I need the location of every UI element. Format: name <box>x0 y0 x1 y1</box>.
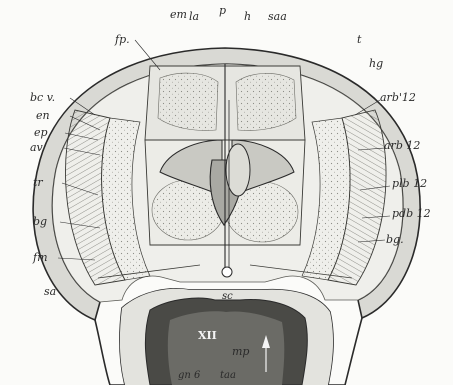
label-saa: saa <box>268 11 287 22</box>
label-sa: sa <box>44 286 56 297</box>
axis-ring <box>222 267 232 277</box>
upper-left-lobe <box>158 73 218 130</box>
label-h: h <box>244 11 251 22</box>
label-bg-right: bg. <box>386 234 404 245</box>
label-bg-left: bg <box>33 216 47 227</box>
label-fm: fm <box>33 252 48 263</box>
label-av: av. <box>30 142 45 153</box>
label-fp: fp. <box>115 34 130 45</box>
label-ep: ep <box>34 127 48 138</box>
label-tr: tr <box>33 177 43 188</box>
label-gn6: gn 6 <box>178 371 200 381</box>
label-pdb-12: pdb 12 <box>392 208 431 219</box>
label-taa: taa <box>220 371 236 381</box>
label-arb-12: arb 12 <box>384 140 420 151</box>
label-en: en <box>36 110 50 121</box>
label-t: t <box>357 34 361 45</box>
label-sc: sc <box>222 292 233 302</box>
label-xii: XII <box>198 330 217 341</box>
upper-right-lobe <box>236 73 296 130</box>
central-organ-core <box>226 144 250 196</box>
label-la: la <box>189 11 199 22</box>
label-em: em <box>170 9 187 20</box>
label-mp: mp <box>232 346 249 357</box>
label-p: p <box>219 5 226 16</box>
label-plb-12: plb 12 <box>392 178 427 189</box>
label-arb1-12: arb'12 <box>380 92 416 103</box>
label-hg: hg <box>369 58 383 69</box>
label-bcv: bc v. <box>30 92 55 103</box>
